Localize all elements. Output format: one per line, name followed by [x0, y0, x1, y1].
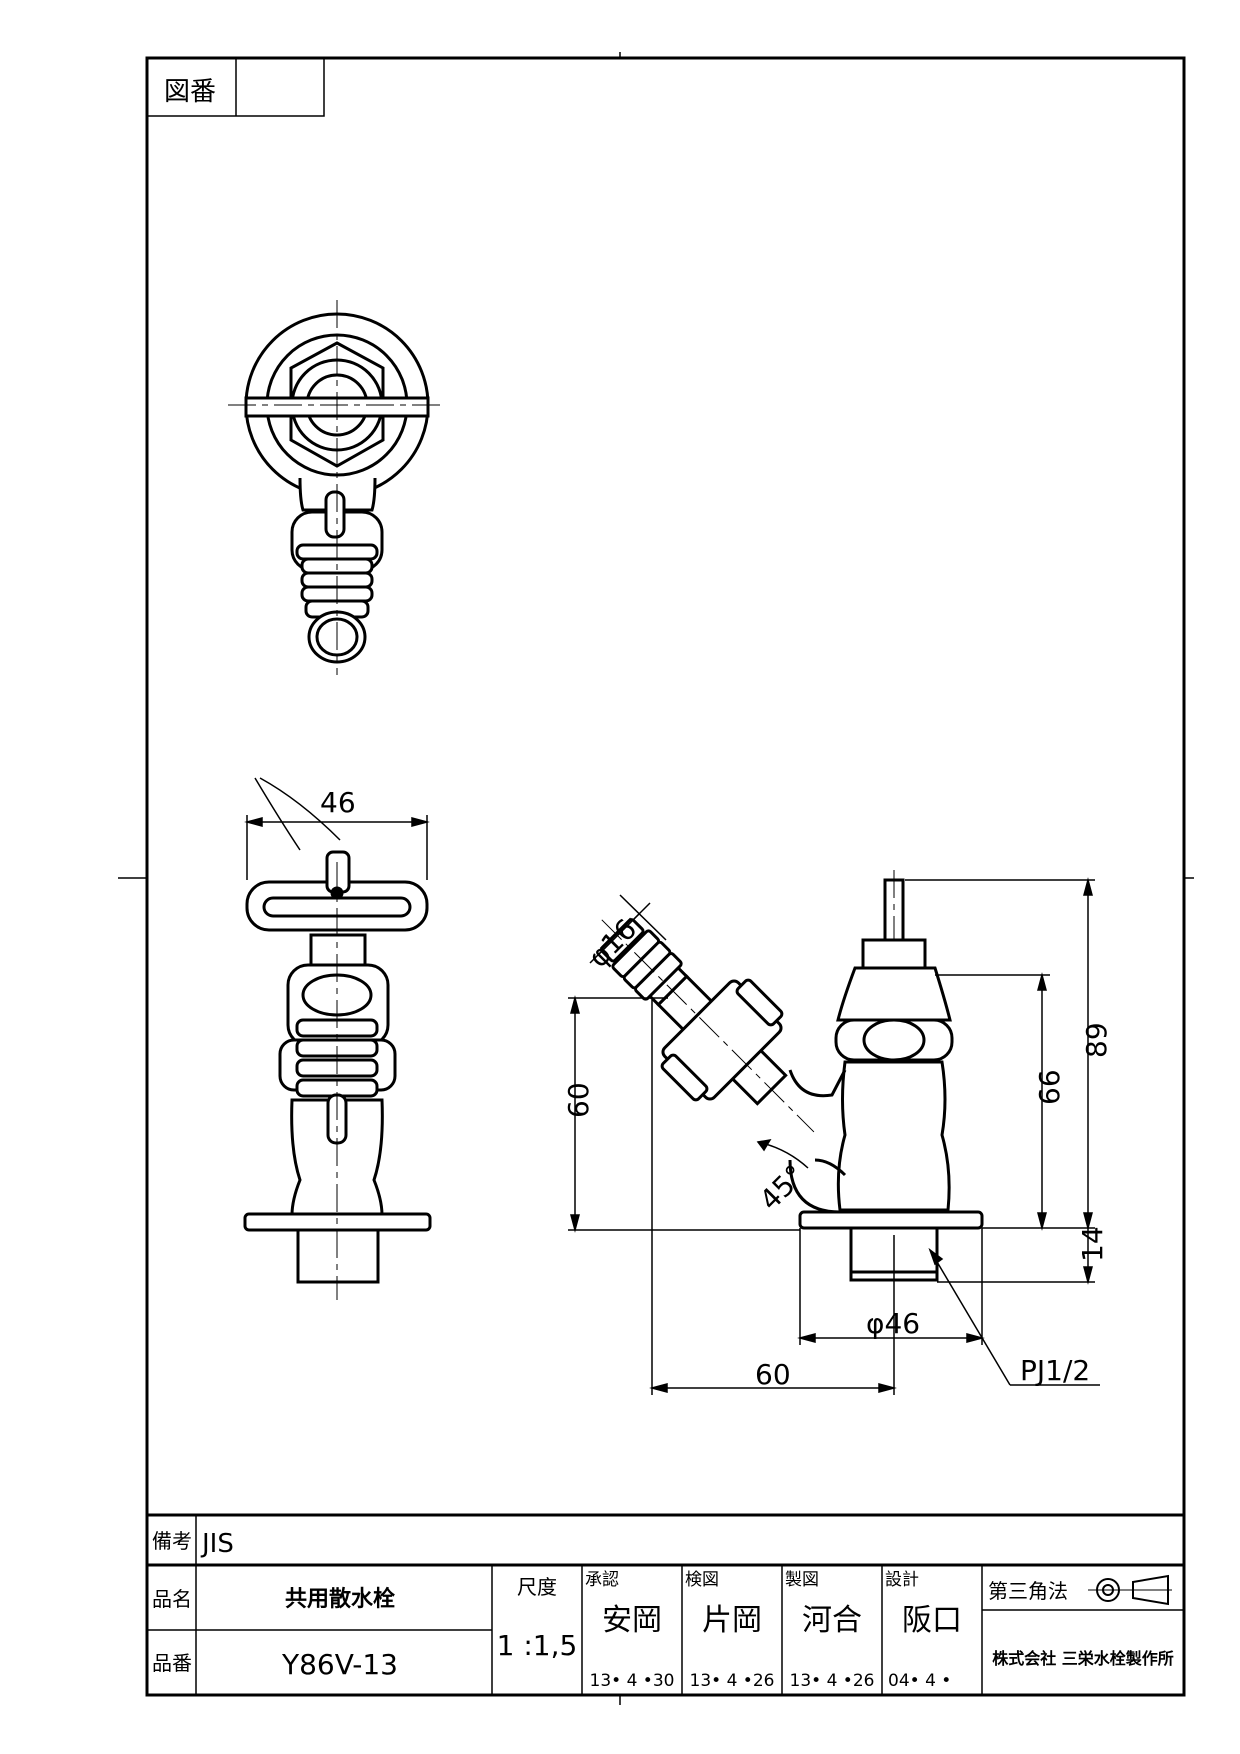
third-angle-projection-icon	[1088, 1574, 1172, 1606]
designed-date: 04• 4 •	[888, 1671, 951, 1691]
side-view	[599, 870, 984, 1282]
side-dimensions	[568, 877, 1100, 1395]
designed-by: 阪口	[902, 1603, 962, 1638]
dim-14-label: 14	[1076, 1226, 1109, 1262]
drawn-label: 製図	[785, 1570, 819, 1590]
dim-angle-label: 45°	[753, 1158, 811, 1216]
drawing-number-box: 図番	[146, 57, 325, 117]
approved-by: 安岡	[602, 1603, 662, 1638]
remarks-value: JIS	[200, 1529, 234, 1559]
front-view	[243, 777, 432, 1300]
title-block	[147, 1513, 1184, 1695]
company-name: 株式会社 三栄水栓製作所	[992, 1649, 1174, 1668]
top-view	[228, 300, 446, 675]
checked-by: 片岡	[702, 1603, 762, 1638]
product-name: 共用散水栓	[285, 1587, 395, 1612]
thread-spec-label: PJ1/2	[1020, 1354, 1090, 1387]
projection-label: 第三角法	[988, 1579, 1068, 1603]
dim-60-vertical-label: 60	[562, 1082, 595, 1118]
dim-key-width	[244, 815, 430, 880]
sheet-frame	[118, 52, 1194, 1705]
dim-phi46-label: φ46	[866, 1307, 920, 1340]
scale-label: 尺度	[517, 1575, 557, 1599]
scale-value: 1 :1,5	[497, 1629, 578, 1662]
product-no-label: 品番	[152, 1651, 192, 1675]
checked-label: 検図	[685, 1570, 719, 1590]
product-name-label: 品名	[152, 1587, 192, 1611]
designed-label: 設計	[885, 1570, 919, 1590]
dim-89-label: 89	[1080, 1022, 1113, 1058]
approved-date: 13• 4 •30	[590, 1671, 675, 1691]
approved-label: 承認	[585, 1570, 619, 1590]
product-no: Y86V-13	[281, 1648, 398, 1681]
drawing-number-label: 図番	[164, 77, 216, 107]
checked-date: 13• 4 •26	[690, 1671, 775, 1691]
dim-46-top-label: 46	[320, 786, 356, 819]
drawn-date: 13• 4 •26	[790, 1671, 875, 1691]
drawn-by: 河合	[802, 1603, 862, 1638]
dim-60-horizontal-label: 60	[755, 1358, 791, 1391]
remarks-label: 備考	[152, 1529, 192, 1553]
dim-66-label: 66	[1033, 1069, 1066, 1105]
